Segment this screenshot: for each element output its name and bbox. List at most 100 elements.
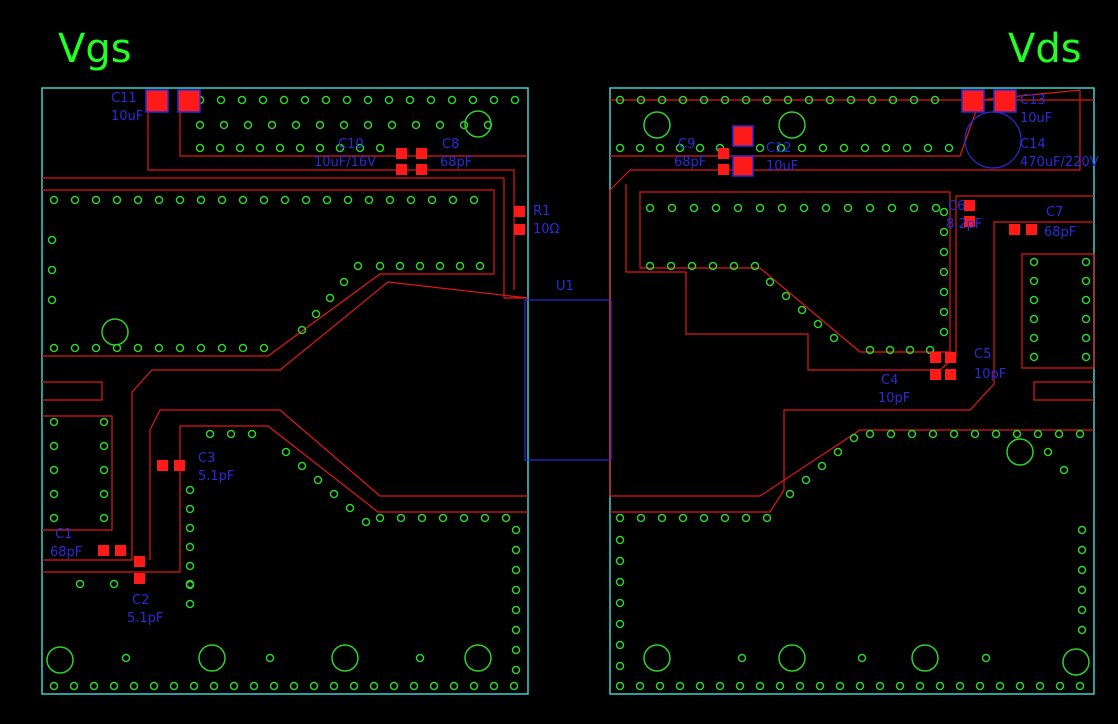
via bbox=[935, 681, 945, 691]
via bbox=[885, 345, 895, 355]
pour-right-top bbox=[639, 191, 951, 353]
via bbox=[405, 95, 415, 105]
via bbox=[335, 143, 345, 153]
pad-c11-b bbox=[177, 89, 201, 113]
trace-output-line bbox=[609, 300, 1094, 497]
via bbox=[675, 681, 685, 691]
via bbox=[289, 681, 299, 691]
via bbox=[49, 513, 59, 523]
label-r1-ref: R1 bbox=[533, 204, 550, 219]
via bbox=[133, 343, 143, 353]
via bbox=[615, 598, 625, 608]
via bbox=[238, 343, 248, 353]
via bbox=[655, 681, 665, 691]
via bbox=[375, 143, 385, 153]
label-c2-value: 5.1pF bbox=[127, 611, 163, 626]
via bbox=[1077, 545, 1087, 555]
via bbox=[511, 665, 521, 675]
via bbox=[720, 513, 730, 523]
via bbox=[75, 579, 85, 589]
via bbox=[47, 295, 57, 305]
via bbox=[865, 203, 875, 213]
via bbox=[49, 489, 59, 499]
pad-c9-a bbox=[718, 148, 729, 159]
via bbox=[435, 261, 445, 271]
via bbox=[406, 195, 416, 205]
trace-bias-drop bbox=[42, 177, 528, 299]
via bbox=[215, 143, 225, 153]
via bbox=[711, 203, 721, 213]
via bbox=[343, 195, 353, 205]
via bbox=[415, 653, 425, 663]
pad-c13-b bbox=[993, 89, 1017, 113]
mounting-hole bbox=[643, 111, 671, 139]
via bbox=[755, 203, 765, 213]
via bbox=[480, 513, 490, 523]
via bbox=[205, 429, 215, 439]
via bbox=[1033, 429, 1043, 439]
via bbox=[265, 653, 275, 663]
label-c7-ref: C7 bbox=[1046, 205, 1063, 220]
via bbox=[695, 143, 705, 153]
via bbox=[865, 345, 875, 355]
via bbox=[1077, 585, 1087, 595]
trace-stub-right bbox=[1033, 381, 1094, 401]
via bbox=[226, 429, 236, 439]
via bbox=[1081, 352, 1091, 362]
via bbox=[775, 681, 785, 691]
via bbox=[475, 261, 485, 271]
trace-gate-bias bbox=[147, 100, 515, 290]
via bbox=[860, 143, 870, 153]
pad-c2-b bbox=[134, 573, 145, 584]
via bbox=[1012, 429, 1022, 439]
via bbox=[99, 441, 109, 451]
via bbox=[881, 143, 891, 153]
via bbox=[459, 513, 469, 523]
pad-c1-b bbox=[115, 545, 126, 556]
via bbox=[909, 203, 919, 213]
via bbox=[315, 143, 325, 153]
via bbox=[781, 291, 791, 301]
via bbox=[349, 681, 359, 691]
via bbox=[735, 681, 745, 691]
via bbox=[49, 681, 59, 691]
c14-outline bbox=[964, 111, 1022, 169]
label-c1-value: 68pF bbox=[50, 545, 82, 560]
label-c3-value: 5.1pF bbox=[198, 469, 234, 484]
label-c4-ref: C4 bbox=[881, 373, 898, 388]
mounting-hole bbox=[198, 644, 226, 672]
via bbox=[1029, 295, 1039, 305]
pad-r1-b bbox=[514, 224, 525, 235]
via bbox=[329, 681, 339, 691]
via bbox=[695, 681, 705, 691]
large-pads bbox=[145, 89, 1017, 177]
via bbox=[907, 429, 917, 439]
via bbox=[799, 203, 809, 213]
via bbox=[269, 681, 279, 691]
pour-left-mid bbox=[42, 415, 113, 531]
pad-c12-b bbox=[732, 155, 754, 177]
mounting-hole bbox=[464, 644, 492, 672]
via bbox=[196, 195, 206, 205]
pour-right-side bbox=[1021, 253, 1095, 369]
via bbox=[291, 120, 301, 130]
via bbox=[804, 95, 814, 105]
via bbox=[762, 95, 772, 105]
via bbox=[99, 465, 109, 475]
label-c8-ref: C8 bbox=[442, 137, 459, 152]
via bbox=[448, 195, 458, 205]
via bbox=[112, 343, 122, 353]
via bbox=[895, 681, 905, 691]
trace-input-line-lower bbox=[149, 409, 528, 560]
via bbox=[835, 681, 845, 691]
via bbox=[783, 95, 793, 105]
via bbox=[615, 640, 625, 650]
via bbox=[511, 605, 521, 615]
via bbox=[511, 625, 521, 635]
via bbox=[755, 143, 765, 153]
pad-c4-a bbox=[930, 352, 941, 363]
via bbox=[865, 429, 875, 439]
via bbox=[447, 95, 457, 105]
via bbox=[923, 143, 933, 153]
